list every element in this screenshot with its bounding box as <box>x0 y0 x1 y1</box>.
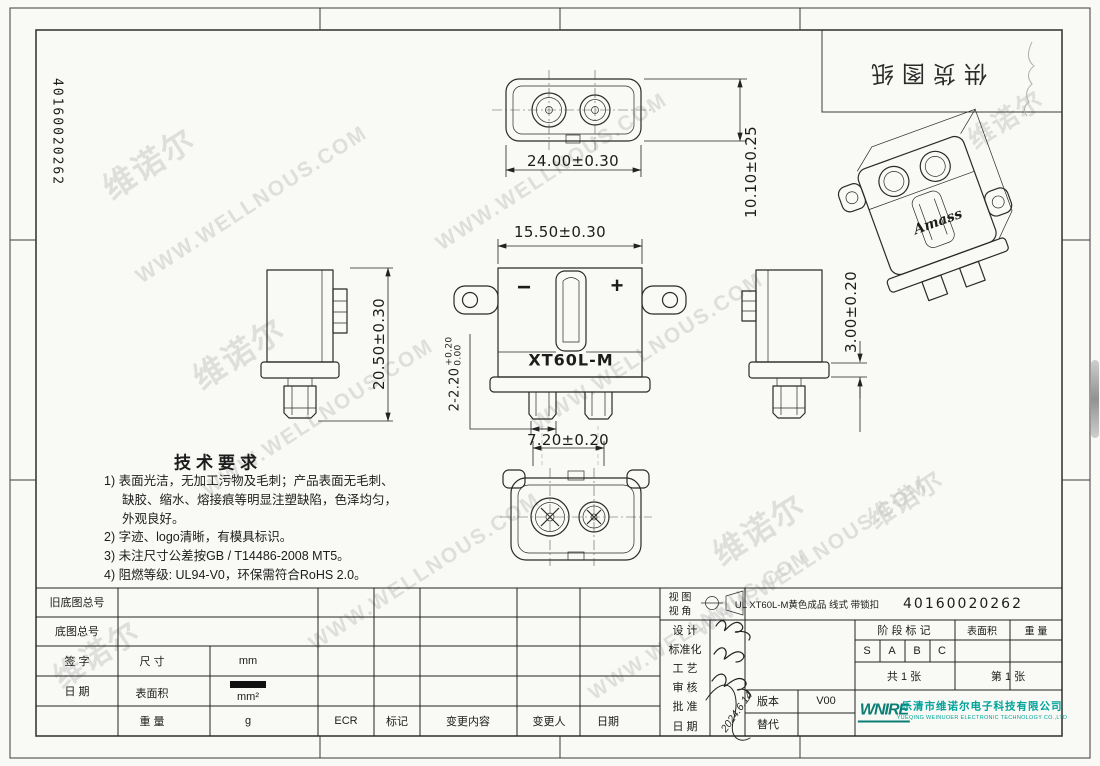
dim-overall-height: 20.50±0.30 <box>370 298 388 390</box>
view-label-line1: 视 图 <box>668 592 692 604</box>
version-value: V00 <box>816 695 836 707</box>
company-logo: WNIRE <box>857 702 911 723</box>
top-view <box>492 70 654 150</box>
signature-label: 签 字 <box>64 656 90 668</box>
change-by-header: 变更人 <box>532 716 566 728</box>
tol-lower: 0.00 <box>454 344 464 366</box>
dim-top-height: 10.10±0.25 <box>742 126 760 218</box>
right-side-view <box>741 269 830 419</box>
scale-bar <box>230 681 266 688</box>
tech-item: 3) 未注尺寸公差按GB / T14486-2008 MT5。 <box>104 549 350 563</box>
tech-requirements-title: 技术要求 <box>174 453 262 473</box>
signature-scribbles <box>705 620 751 741</box>
scan-edge-smudge <box>1091 360 1099 438</box>
dim-pin-slot-value: 2-2.20 <box>447 367 463 412</box>
stage-a: A <box>888 645 896 657</box>
company-name-cn: 乐清市维诺尔电子科技有限公司 <box>901 700 1063 713</box>
version-label: 版本 <box>757 696 779 708</box>
mark-header: 标记 <box>386 716 408 728</box>
model-label: XT60L-M <box>528 350 614 370</box>
tech-item: 4) 阻燃等级: UL94-V0，环保需符合RoHS 2.0。 <box>104 567 367 582</box>
dim-row-label: 尺 寸 <box>139 656 165 668</box>
view-label-line2: 视 角 <box>668 606 692 618</box>
pencil-scribble <box>1023 41 1035 117</box>
area-row-label: 表面积 <box>135 688 169 700</box>
change-date-header: 日期 <box>597 716 619 728</box>
substitute-label: 替代 <box>757 719 779 731</box>
iso-view <box>837 108 1013 302</box>
polarity-minus-mark: − <box>516 274 532 301</box>
tech-item: 2) 字迹、logo清晰，有模具标识。 <box>104 530 293 545</box>
area-unit: mm² <box>237 691 259 703</box>
stage-mark-label: 阶 段 标 记 <box>877 625 931 637</box>
sheets-total: 共 1 张 <box>886 671 922 683</box>
audit-label: 审 核 <box>672 682 698 694</box>
stage-b: B <box>913 645 921 657</box>
dimension-lines <box>318 78 867 466</box>
base-drawing-no-label: 底图总号 <box>55 626 99 638</box>
standardize-label: 标准化 <box>668 644 702 656</box>
tech-requirements-list: 1) 表面光洁，无加工污物及毛刺；产品表面无毛刺、缺胶、缩水、熔接痕等明显注塑缺… <box>104 472 400 585</box>
date2-label: 日 期 <box>672 721 698 733</box>
sheet-frame <box>9 7 1091 759</box>
title-block-grid <box>36 587 1062 736</box>
weight-unit: g <box>244 715 252 727</box>
area-label-2: 表面积 <box>967 626 997 638</box>
dim-flange-thickness: 3.00±0.20 <box>842 270 860 354</box>
projection-symbol <box>701 590 744 616</box>
ecr-header: ECR <box>334 715 358 727</box>
supply-drawing-stamp: 供货图纸 <box>863 61 987 87</box>
weight-label-2: 重 量 <box>1024 626 1048 638</box>
company-name-en: YUEQING WEINUOER ELECTRONIC TECHNOLOGY C… <box>896 715 1068 721</box>
design-label: 设 计 <box>672 625 698 637</box>
weight-row-label: 重 量 <box>139 716 165 728</box>
front-view <box>453 267 687 420</box>
date-label: 日 期 <box>64 686 90 698</box>
dim-unit: mm <box>238 655 258 667</box>
craft-label: 工 艺 <box>672 663 698 675</box>
dim-top-width: 24.00±0.30 <box>527 152 619 170</box>
dim-pin-pitch: 7.20±0.20 <box>526 431 610 449</box>
vertical-drawing-code: 40160020262 <box>49 77 65 187</box>
product-name: UL XT60L-M黄色成品 线式 带锁扣 <box>734 600 880 611</box>
left-side-view <box>260 269 348 419</box>
old-base-drawing-no-label: 旧底图总号 <box>49 597 105 609</box>
dim-front-width: 15.50±0.30 <box>514 223 606 241</box>
drawing-number: 40160020262 <box>903 596 1023 612</box>
stage-s: S <box>863 645 871 657</box>
sheet-number: 第 1 张 <box>990 671 1026 683</box>
approve-label: 批 准 <box>672 701 698 713</box>
polarity-plus-mark: + <box>610 273 624 298</box>
change-content-header: 变更内容 <box>446 716 490 728</box>
tech-item: 1) 表面光洁，无加工污物及毛刺；产品表面无毛刺、缺胶、缩水、熔接痕等明显注塑缺… <box>104 474 398 526</box>
stage-c: C <box>938 645 946 657</box>
